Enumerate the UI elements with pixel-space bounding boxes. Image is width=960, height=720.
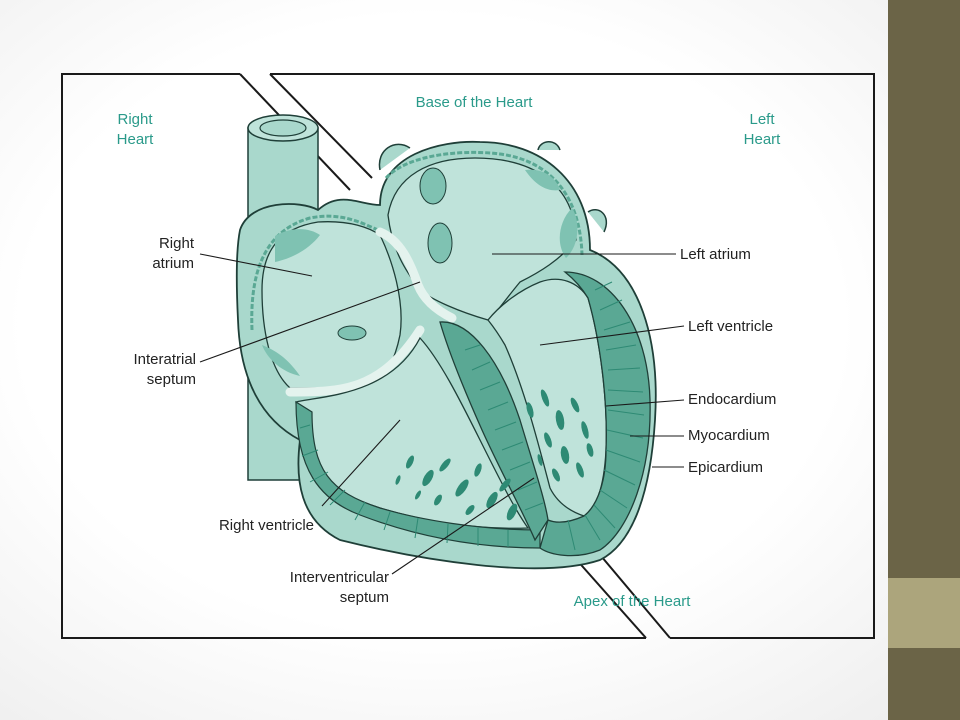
label-left-atrium: Left atrium xyxy=(680,246,751,263)
labels: Right Heart Base of the Heart Left Heart… xyxy=(117,94,782,610)
heart-illustration xyxy=(235,114,657,570)
slide-side-bar xyxy=(888,0,960,720)
leader-lines xyxy=(199,253,685,575)
label-apex-of-heart: Apex of the Heart xyxy=(574,593,692,610)
right-atrium-chamber xyxy=(261,221,402,389)
label-right-heart-2: Heart xyxy=(117,131,155,148)
label-left-heart-2: Heart xyxy=(744,131,782,148)
label-right-atrium-1: Right xyxy=(159,235,195,252)
label-right-heart-1: Right xyxy=(117,111,153,128)
label-interatrial-septum-1: Interatrial xyxy=(133,351,196,368)
diagram-frame xyxy=(61,73,875,639)
interventricular-septum-wall xyxy=(439,321,549,542)
label-myocardium: Myocardium xyxy=(688,427,770,444)
side-bar-light-accent xyxy=(888,578,960,648)
label-right-ventricle: Right ventricle xyxy=(219,517,314,534)
label-left-heart-1: Left xyxy=(749,111,775,128)
label-epicardium: Epicardium xyxy=(688,459,763,476)
side-bar-dark-top xyxy=(888,0,960,578)
label-interatrial-septum-2: septum xyxy=(147,371,196,388)
label-left-ventricle: Left ventricle xyxy=(688,318,773,335)
left-ventricle-myocardium xyxy=(539,271,651,557)
label-right-atrium-2: atrium xyxy=(152,255,194,272)
label-base-of-heart: Base of the Heart xyxy=(416,94,534,111)
label-interventricular-septum-1: Interventricular xyxy=(290,569,389,586)
label-interventricular-septum-2: septum xyxy=(340,589,389,606)
label-endocardium: Endocardium xyxy=(688,391,776,408)
side-bar-dark-bottom xyxy=(888,648,960,720)
